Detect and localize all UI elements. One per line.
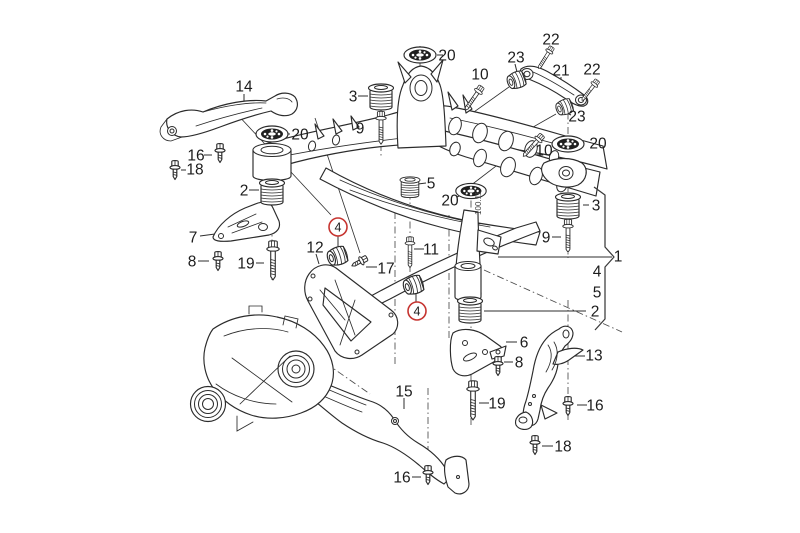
bushing-3-right	[554, 192, 582, 220]
callout-bushing-2-right[interactable]: 2	[591, 304, 600, 321]
bolt-16-left	[214, 142, 226, 164]
callout-bushing-3-right[interactable]: 3	[592, 198, 601, 215]
callout-bolt-22-right[interactable]: 22	[583, 62, 600, 79]
subframe-tower	[396, 65, 447, 149]
bolt-8-right	[492, 355, 504, 377]
highlight-ring-icon	[407, 301, 427, 321]
callout-mount-20-top[interactable]: 20	[438, 48, 456, 65]
callout-plate-12[interactable]: 12	[306, 240, 323, 257]
callout-bolt-18-left[interactable]: 18	[186, 162, 203, 179]
bolt-8-left	[212, 250, 224, 272]
callout-bolt-8-right[interactable]: 8	[515, 355, 524, 372]
bolt-19-left	[266, 240, 280, 281]
differential-housing	[189, 305, 334, 432]
bracket-7	[212, 201, 281, 242]
bracket-arm-14	[159, 92, 298, 142]
subframe-front-rail	[319, 167, 541, 246]
bolt-16-right	[562, 395, 574, 417]
callout-bolt-16-left[interactable]: 16	[187, 148, 204, 165]
bolt-18-right	[529, 434, 541, 456]
mount-20-top	[403, 46, 437, 64]
bushing-2-left	[258, 178, 286, 206]
callout-highlight-bushing-4-upper[interactable]: 4	[328, 217, 348, 237]
bushing-5	[399, 176, 421, 199]
bolt-19-right	[466, 380, 480, 421]
bushing-3-left	[367, 83, 395, 111]
callout-mount-20-center[interactable]: 20	[441, 193, 459, 210]
callout-arm-21[interactable]: 21	[552, 63, 569, 80]
mounting-plate-12	[304, 264, 399, 360]
callout-bolt-16-right[interactable]: 16	[586, 398, 603, 415]
callout-mount-20-right[interactable]: 20	[589, 136, 607, 153]
callout-bracket-13[interactable]: 13	[585, 348, 602, 365]
callout-bolt-11[interactable]: 11	[423, 242, 439, 259]
callout-bolt-9-right[interactable]: 9	[542, 230, 551, 247]
subframe	[252, 59, 608, 311]
bushing-2-right	[456, 296, 484, 324]
callout-bolt-22-left[interactable]: 22	[542, 32, 559, 49]
callout-highlight-bushing-4-lower[interactable]: 4	[407, 301, 427, 321]
callout-bolt-19-left[interactable]: 19	[237, 256, 254, 273]
bolt-11	[404, 236, 416, 269]
callout-group-item-5[interactable]: 5	[593, 285, 602, 302]
callout-bracket-6[interactable]: 6	[520, 335, 529, 352]
callout-bushing-23-upper[interactable]: 23	[507, 50, 524, 67]
mount-20-right	[551, 135, 585, 153]
callout-bolt-19-right[interactable]: 19	[488, 396, 505, 413]
callout-mount-20-left[interactable]: 20	[291, 127, 309, 144]
callout-bolt-16-bottom[interactable]: 16	[393, 470, 410, 487]
highlight-ring-icon	[328, 217, 348, 237]
callout-bracket-14[interactable]: 14	[235, 79, 253, 96]
callout-bracket-7[interactable]: 7	[189, 230, 198, 247]
callout-bolt-10-mid[interactable]: 10	[535, 143, 553, 160]
callout-bolt-17[interactable]: 17	[377, 261, 394, 278]
callout-bracket-15[interactable]: 15	[395, 384, 412, 401]
mount-20-left	[255, 125, 289, 143]
callout-bushing-23-lower[interactable]: 23	[568, 109, 585, 126]
callout-group-item-4[interactable]: 4	[593, 264, 602, 281]
callout-bushing-5[interactable]: 5	[427, 176, 436, 193]
callout-group-1[interactable]: 1	[614, 249, 623, 266]
callout-bushing-3-left[interactable]: 3	[349, 89, 358, 106]
drawing-number: 100.11	[474, 191, 483, 215]
bushing-4-upper	[324, 244, 351, 269]
highlighted-number: 4	[335, 221, 342, 235]
callout-bolt-10-upper[interactable]: 10	[471, 67, 489, 84]
callout-bolt-18-right[interactable]: 18	[554, 439, 571, 456]
group-1-brace	[593, 186, 615, 331]
callout-bolt-8-left[interactable]: 8	[188, 254, 197, 271]
callout-bolt-9-left[interactable]: 9	[356, 121, 365, 138]
bolt-18-left	[169, 159, 181, 181]
callout-bushing-2-left[interactable]: 2	[240, 183, 249, 200]
bracket-13	[514, 325, 584, 431]
highlighted-number: 4	[414, 305, 421, 319]
bolt-9-right	[562, 218, 574, 253]
bolt-22-right	[578, 77, 602, 104]
